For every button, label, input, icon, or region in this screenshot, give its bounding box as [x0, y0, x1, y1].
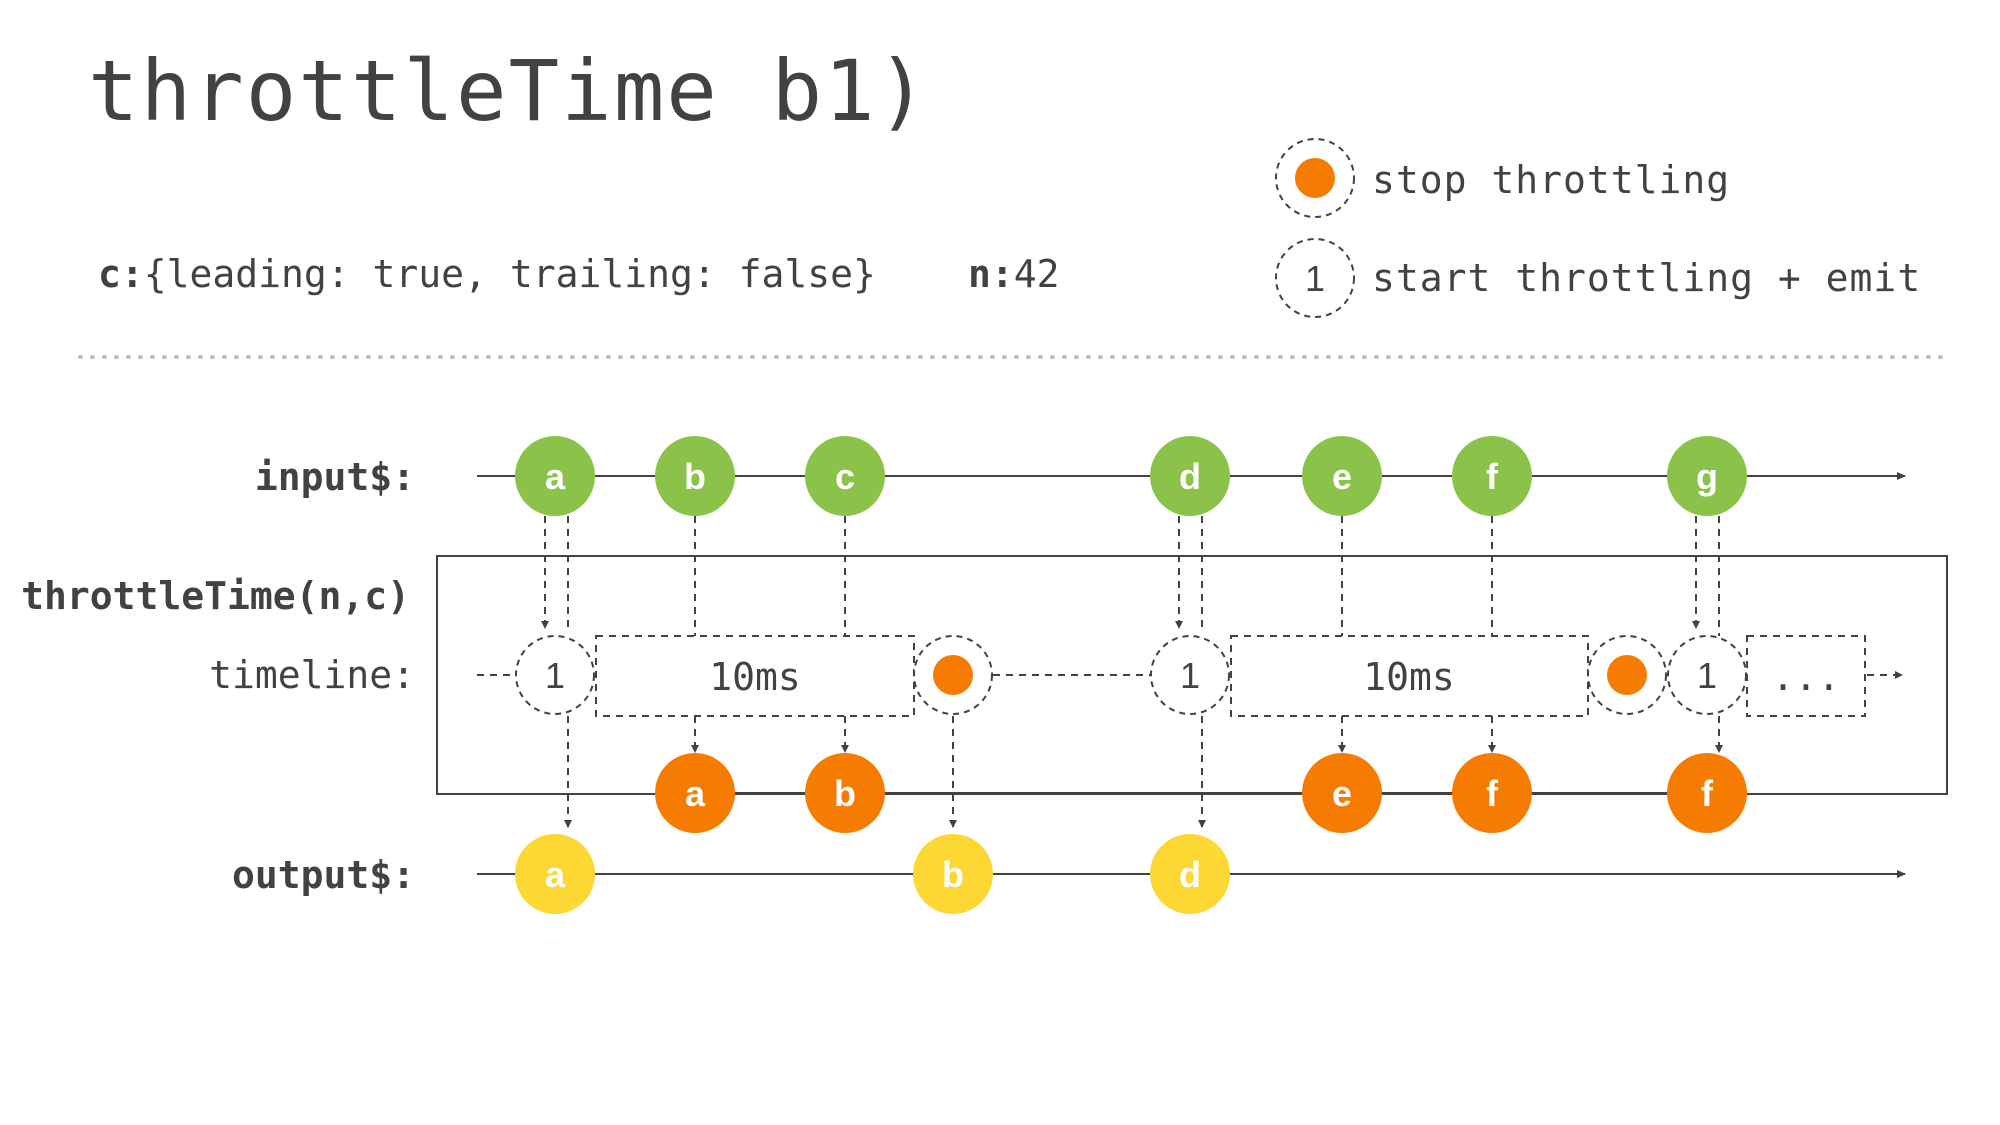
config-n-key: n: — [968, 252, 1014, 296]
throttle-window-3: ... — [1746, 635, 1866, 717]
config-options: c:{leading: true, trailing: false} — [98, 252, 876, 296]
throttle-window-3-label: ... — [1772, 655, 1841, 699]
internal-marble-a-label: a — [685, 773, 706, 814]
start-marker-3-label: 1 — [1697, 655, 1717, 696]
input-marble-a-label: a — [545, 456, 566, 497]
config-c-key: c: — [98, 252, 144, 296]
config-c-value: {leading: true, trailing: false} — [143, 252, 876, 296]
start-marker-1-label: 1 — [545, 655, 565, 696]
config-n: n:42 — [968, 252, 1060, 296]
legend-start-marker-label: 1 — [1305, 258, 1325, 299]
throttle-window-1-label: 10ms — [709, 655, 801, 699]
legend-start-label: start throttling + emit — [1372, 256, 1922, 300]
input-marble-d — [1150, 436, 1230, 516]
input-marble-e-label: e — [1332, 456, 1352, 497]
input-marble-b-label: b — [684, 456, 706, 497]
start-marker-1: 1 — [515, 635, 595, 715]
internal-marble-f-label: f — [1486, 773, 1499, 814]
timeline-row-label: timeline: — [209, 653, 415, 697]
internal-marble-f — [1452, 753, 1532, 833]
input-marble-f-label: f — [1486, 456, 1499, 497]
output-marble-b — [913, 834, 993, 914]
input-marbles — [515, 436, 1747, 516]
internal-marble-e-label: e — [1332, 773, 1352, 814]
input-marble-e — [1302, 436, 1382, 516]
input-marble-g — [1667, 436, 1747, 516]
input-marble-a — [515, 436, 595, 516]
stop-marker-1 — [913, 635, 993, 715]
output-marble-d — [1150, 834, 1230, 914]
output-marble-a-label: a — [545, 854, 566, 895]
internal-marble-f-2 — [1667, 753, 1747, 833]
legend-start-marker: 1 — [1275, 238, 1355, 318]
operator-label: throttleTime(n,c) — [21, 574, 410, 618]
output-marble-d-label: d — [1179, 854, 1201, 895]
output-marble-a — [515, 834, 595, 914]
throttle-window-2: 10ms — [1230, 635, 1589, 717]
throttle-window-1: 10ms — [595, 635, 915, 717]
input-marble-c-label: c — [835, 456, 855, 497]
input-marble-d-label: d — [1179, 456, 1201, 497]
config-n-value: 42 — [1013, 252, 1060, 296]
legend-stop-marker — [1275, 138, 1355, 218]
internal-marble-b-label: b — [834, 773, 856, 814]
input-row-label: input$: — [254, 455, 415, 499]
internal-marble-b — [805, 753, 885, 833]
internal-marble-a — [655, 753, 735, 833]
internal-marble-f-2-label: f — [1701, 773, 1714, 814]
start-marker-2: 1 — [1150, 635, 1230, 715]
page-title: throttleTime b1) — [88, 42, 930, 140]
input-marble-c — [805, 436, 885, 516]
input-marble-b — [655, 436, 735, 516]
internal-marble-e — [1302, 753, 1382, 833]
internal-marbles — [655, 753, 1747, 833]
input-marble-g-label: g — [1696, 456, 1718, 497]
output-marble-b-label: b — [942, 854, 964, 895]
output-row-label: output$: — [231, 853, 415, 897]
input-marble-f — [1452, 436, 1532, 516]
start-marker-3: 1 — [1667, 635, 1747, 715]
start-marker-2-label: 1 — [1180, 655, 1200, 696]
stop-marker-2 — [1587, 635, 1667, 715]
connectors — [541, 516, 1723, 828]
throttle-window-2-label: 10ms — [1363, 655, 1455, 699]
output-marbles — [515, 834, 1230, 914]
legend-stop-label: stop throttling — [1372, 158, 1731, 202]
